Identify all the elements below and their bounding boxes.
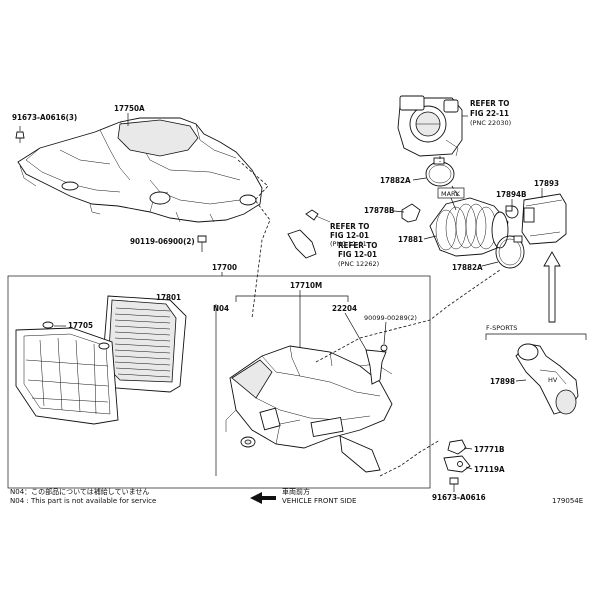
- assembly-box-17700: [7, 275, 431, 489]
- ref2-line2: FIG 12-01: [330, 231, 369, 240]
- throttle-body: [397, 95, 463, 157]
- label-mark: MARK: [441, 190, 461, 198]
- label-22204: 22204: [332, 304, 357, 313]
- resonator-17893: [521, 193, 567, 245]
- clamp-17882A-top: [425, 157, 455, 187]
- front-label-jp: 車両前方: [282, 487, 310, 496]
- bracket-17119A: [443, 455, 471, 473]
- air-cleaner-housing-17710M: [225, 345, 393, 473]
- label-17882A-top: 17882A: [380, 176, 411, 185]
- label-17881: 17881: [398, 235, 423, 244]
- air-cleaner-case-17705: [15, 321, 119, 425]
- intake-hose-17881: [429, 197, 509, 257]
- label-17878B: 17878B: [364, 206, 395, 215]
- ref2-line1: REFER TO: [330, 222, 369, 231]
- hose-17878B: [287, 203, 421, 259]
- bolt-91673-bottom: [449, 477, 459, 492]
- airflow-meter-22204: [365, 344, 388, 385]
- arrow-up: [543, 251, 561, 323]
- front-label-en: VEHICLE FRONT SIDE: [282, 497, 356, 505]
- ref1-line2: FIG 22-11: [470, 109, 509, 118]
- label-17882A-bot: 17882A: [452, 263, 483, 272]
- figure-id: 179054E: [552, 497, 583, 505]
- label-fsports: F-SPORTS: [486, 324, 517, 332]
- label-17705: 17705: [68, 321, 93, 330]
- label-17700: 17700: [212, 263, 237, 272]
- ref3-line3: (PNC 12262): [338, 260, 379, 268]
- bracket-17771B: [447, 439, 467, 455]
- label-17119A: 17119A: [474, 465, 505, 474]
- vehicle-front-arrow-icon: [250, 492, 276, 504]
- ref1-line3: (PNC 22030): [470, 119, 511, 127]
- filter-element-17801: [101, 295, 187, 393]
- clip-90119: [197, 235, 207, 252]
- label-N04: N04: [213, 304, 229, 313]
- clamp-17894B: [505, 205, 519, 219]
- note-en: N04 : This part is not available for ser…: [10, 497, 156, 505]
- bolt-91673-top: [15, 126, 25, 143]
- ref1-line1: REFER TO: [470, 99, 509, 108]
- ref3-line1: REFER TO: [338, 241, 377, 250]
- label-17771B: 17771B: [474, 445, 505, 454]
- svg-text:HV: HV: [548, 376, 558, 384]
- label-17894B: 17894B: [496, 190, 527, 199]
- label-91673-bottom: 91673-A0616: [432, 493, 486, 502]
- label-17801: 17801: [156, 293, 181, 302]
- ref2-line3: (PNC 12-01: [330, 240, 367, 248]
- label-17898: 17898: [490, 377, 515, 386]
- intake-sound-17898: HV: [515, 343, 579, 415]
- label-17893: 17893: [534, 179, 559, 188]
- note-jp: N04：この部品については補給していません: [10, 487, 149, 496]
- label-90119: 90119-06900(2): [130, 237, 195, 246]
- label-17710M: 17710M: [290, 281, 322, 290]
- clamp-17882A-bottom: [495, 235, 525, 269]
- label-90099: 90099-00289(2): [364, 314, 417, 322]
- label-17750A: 17750A: [114, 104, 145, 113]
- label-91673-top: 91673-A0616(3): [12, 113, 77, 122]
- ref3-line2: FIG 12-01: [338, 250, 377, 259]
- air-cleaner-cap-17750A: [17, 117, 263, 223]
